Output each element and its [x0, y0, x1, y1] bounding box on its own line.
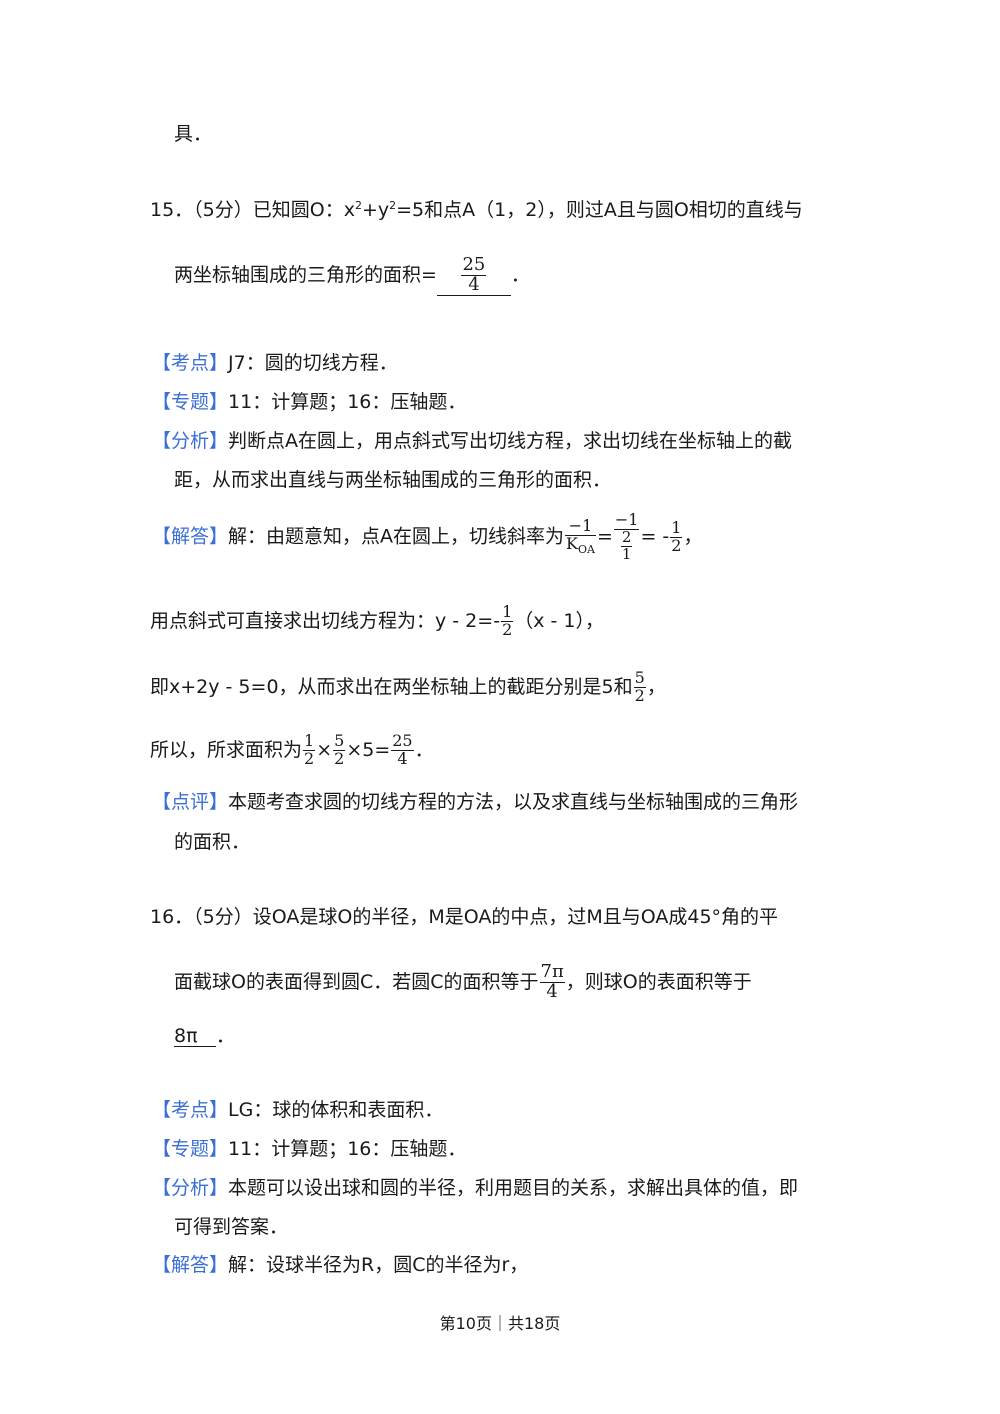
- fenxi-tag: 【分析】: [152, 1177, 229, 1199]
- q16-fenxi: 【分析】本题可以设出球和圆的半径，利用题目的关系，求解出具体的值，即: [152, 1177, 799, 1199]
- q16-zhuanti: 【专题】11：计算题；16：压轴题．: [152, 1138, 467, 1160]
- q15-fenxi-cont: 距，从而求出直线与两坐标轴围成的三角形的面积．: [174, 469, 612, 491]
- q16-answer-blank: 8π: [174, 1027, 216, 1047]
- jieda-tag: 【解答】: [152, 1254, 229, 1276]
- jieda-tag: 【解答】: [152, 525, 229, 548]
- q15-dianping: 【点评】本题考查求圆的切线方程的方法，以及求直线与坐标轴围成的三角形: [152, 791, 799, 813]
- continued-text: 具．: [174, 123, 213, 145]
- q15-kaodian: 【考点】J7：圆的切线方程．: [152, 352, 398, 374]
- zhuanti-tag: 【专题】: [152, 391, 229, 413]
- q15-zhuanti: 【专题】11：计算题；16：压轴题．: [152, 391, 467, 413]
- kaodian-tag: 【考点】: [152, 1099, 229, 1121]
- fenxi-tag: 【分析】: [152, 430, 229, 452]
- q16-jieda: 【解答】解：设球半径为R，圆C的半径为r，: [152, 1254, 529, 1276]
- q15-stem-line1: 15．（5分）已知圆O：x2+y2=5和点A（1，2），则过A且与圆O相切的直线…: [150, 199, 803, 221]
- q16-fenxi-cont: 可得到答案．: [174, 1216, 289, 1238]
- q16-answer-line: 8π．: [174, 1025, 236, 1047]
- kaodian-tag: 【考点】: [152, 352, 229, 374]
- q15-dianping-cont: 的面积．: [174, 831, 251, 853]
- dianping-tag: 【点评】: [152, 791, 229, 813]
- page-footer: 第10页｜共18页: [439, 1314, 561, 1333]
- q16-kaodian: 【考点】LG：球的体积和表面积．: [152, 1099, 444, 1121]
- zhuanti-tag: 【专题】: [152, 1138, 229, 1160]
- q16-stem-line1: 16．（5分）设OA是球O的半径，M是OA的中点，过M且与OA成45°角的平: [150, 906, 779, 928]
- q15-fenxi: 【分析】判断点A在圆上，用点斜式写出切线方程，求出切线在坐标轴上的截: [152, 430, 793, 452]
